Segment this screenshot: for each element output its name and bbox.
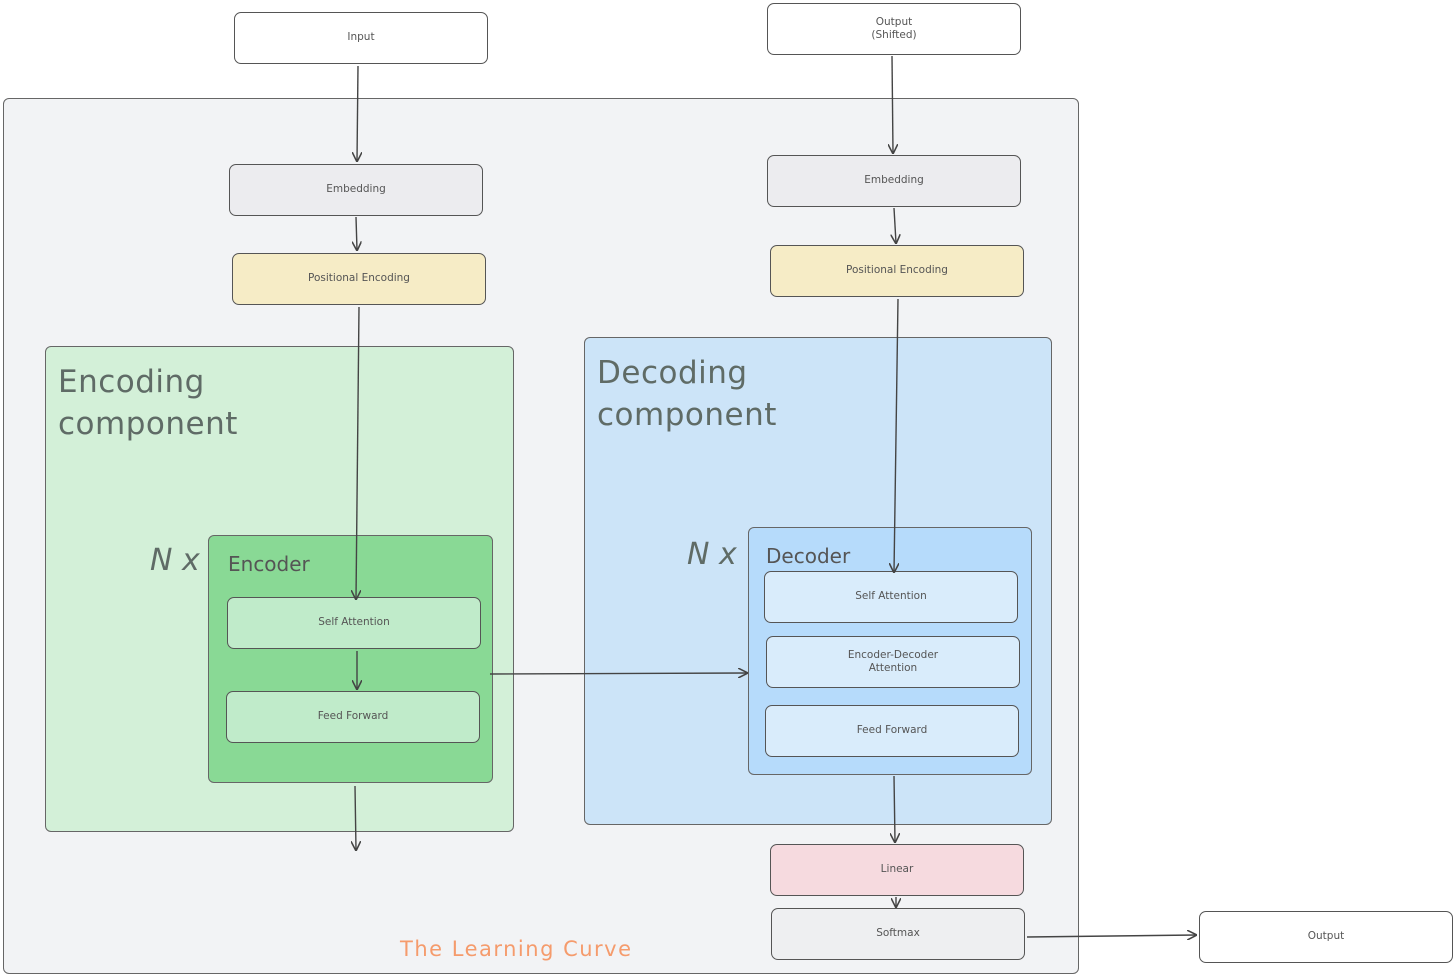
decoder-positional-encoding-node: Positional Encoding [770, 245, 1024, 297]
linear-node: Linear [770, 844, 1024, 896]
watermark-text: The Learning Curve [400, 937, 633, 961]
decoder-embedding-node: Embedding [767, 155, 1021, 207]
encoder-positional-encoding-node: Positional Encoding [232, 253, 486, 305]
encoder-label: Encoder [228, 552, 310, 576]
decoder-self-attention-node: Self Attention [764, 571, 1018, 623]
encoder-embedding-node: Embedding [229, 164, 483, 216]
encoder-feed-forward-node: Feed Forward [226, 691, 480, 743]
encoder-multiplier: N x [150, 543, 200, 578]
output-node: Output [1199, 911, 1453, 963]
decoder-multiplier: N x [687, 537, 737, 572]
softmax-node: Softmax [771, 908, 1025, 960]
input-node: Input [234, 12, 488, 64]
decoder-encoder-decoder-attention-node: Encoder-Decoder Attention [766, 636, 1020, 688]
decoder-label: Decoder [766, 544, 851, 568]
output-shifted-node: Output (Shifted) [767, 3, 1021, 55]
encoding-component-title: Encoding component [58, 364, 238, 442]
encoder-self-attention-node: Self Attention [227, 597, 481, 649]
decoder-feed-forward-node: Feed Forward [765, 705, 1019, 757]
decoding-component-title: Decoding component [597, 355, 777, 433]
